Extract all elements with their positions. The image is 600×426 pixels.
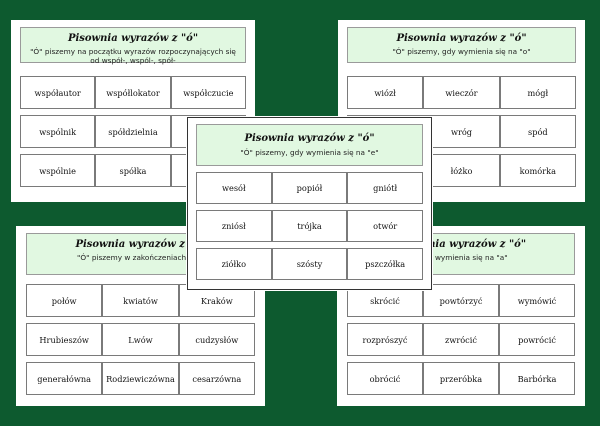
card-description: , gdy wymienia się na "a" bbox=[414, 253, 508, 262]
word-cell: szósty bbox=[271, 248, 348, 280]
card-top-left: Pisownia wyrazów z "ó" "Ó" piszemy na po… bbox=[11, 20, 255, 202]
word-cell: powtórzyć bbox=[423, 284, 499, 317]
word-cell: mógł bbox=[499, 76, 576, 109]
word-cell: przeróbka bbox=[423, 362, 499, 395]
word-cell: wiózł bbox=[347, 76, 424, 109]
word-cell: spółka bbox=[95, 154, 171, 187]
word-cell: współczucie bbox=[170, 76, 246, 109]
word-cell: generałówna bbox=[26, 362, 103, 395]
word-cell: wymówić bbox=[499, 284, 575, 317]
word-cell: Barbórka bbox=[499, 362, 575, 395]
card-header: Pisownia wyrazów z "ó" "Ó" piszemy na po… bbox=[20, 27, 246, 65]
word-cell: wesół bbox=[196, 172, 272, 204]
word-cell: otwór bbox=[347, 210, 423, 242]
card-title: Pisownia wyrazów z "ó" bbox=[395, 239, 527, 250]
word-grid: wesół popiół gniótł zniósł trójka otwór … bbox=[196, 172, 423, 280]
card-title: Pisownia wyrazów z "ó" bbox=[396, 33, 527, 44]
word-cell: łóżko bbox=[423, 154, 500, 187]
word-cell: gniótł bbox=[347, 172, 423, 204]
card-header: Pisownia wyrazów z "ó" "Ó" piszemy, gdy … bbox=[347, 27, 576, 63]
word-cell: spółdzielnia bbox=[95, 115, 171, 148]
card-title: Pisownia wyrazów z "ó" bbox=[67, 33, 199, 44]
word-cell: zniósł bbox=[196, 210, 272, 242]
word-cell: cudzysłów bbox=[178, 323, 255, 356]
word-cell: wróg bbox=[423, 115, 500, 148]
card-header: Pisownia wyrazów z "ó" "Ó" piszemy, gdy … bbox=[196, 124, 423, 166]
word-grid: skrócić powtórzyć wymówić rozprószyć zwr… bbox=[347, 284, 575, 395]
word-cell: Lwów bbox=[102, 323, 179, 356]
word-cell: cesarzówna bbox=[178, 362, 255, 395]
card-description: "Ó" piszemy, gdy wymienia się na "o" bbox=[392, 47, 531, 56]
word-cell: połów bbox=[26, 284, 103, 317]
word-cell: wspólnik bbox=[20, 115, 96, 148]
word-cell: wspólnie bbox=[20, 154, 96, 187]
card-title: Pisownia wyrazów z "ó" bbox=[75, 239, 206, 250]
card-center: Pisownia wyrazów z "ó" "Ó" piszemy, gdy … bbox=[187, 117, 432, 290]
card-description: "Ó" piszemy, gdy wymienia się na "e" bbox=[240, 148, 379, 157]
word-cell: współautor bbox=[20, 76, 96, 109]
card-description: "Ó" piszemy w zakończeniach -ów, bbox=[77, 253, 204, 262]
word-grid: połów kwiatów Kraków Hrubieszów Lwów cud… bbox=[26, 284, 255, 395]
word-cell: spód bbox=[499, 115, 576, 148]
word-cell: komórka bbox=[499, 154, 576, 187]
word-cell: rozprószyć bbox=[347, 323, 423, 356]
word-cell: trójka bbox=[271, 210, 348, 242]
word-cell: pszczółka bbox=[347, 248, 423, 280]
word-cell: obrócić bbox=[347, 362, 423, 395]
card-title: Pisownia wyrazów z "ó" bbox=[244, 133, 375, 144]
word-cell: zwrócić bbox=[423, 323, 499, 356]
word-cell: wieczór bbox=[423, 76, 500, 109]
word-cell: Rodziewiczówna bbox=[102, 362, 179, 395]
card-description: "Ó" piszemy na początku wyrazów rozpoczy… bbox=[30, 47, 236, 65]
word-cell: kwiatów bbox=[102, 284, 179, 317]
word-cell: ziółko bbox=[196, 248, 272, 280]
word-cell: współlokator bbox=[95, 76, 171, 109]
word-cell: Hrubieszów bbox=[26, 323, 103, 356]
word-cell: powrócić bbox=[499, 323, 575, 356]
word-cell: popiół bbox=[271, 172, 348, 204]
card-bottom-left: Pisownia wyrazów z "ó" "Ó" piszemy w zak… bbox=[16, 226, 265, 406]
